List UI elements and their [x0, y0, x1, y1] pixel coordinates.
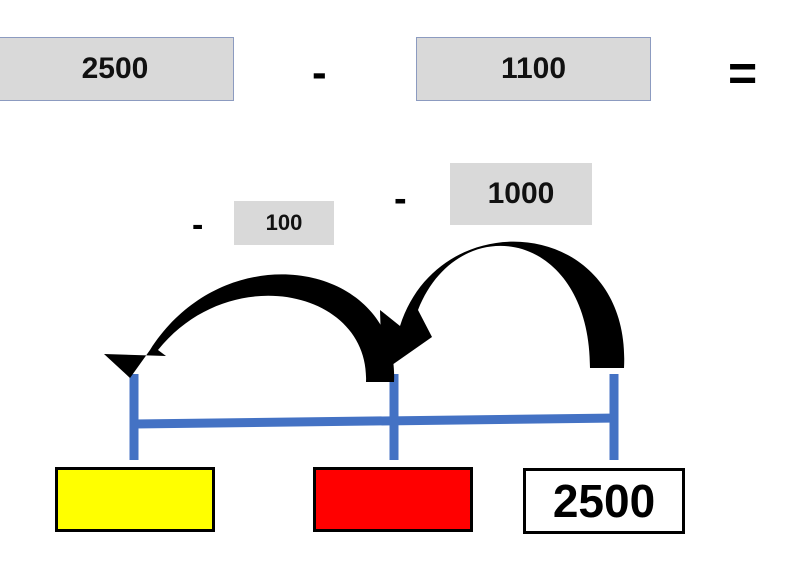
jump-100-arrow — [104, 274, 395, 382]
jump-100-minus-sign: - — [192, 206, 204, 244]
result-box-right-value: 2500 — [552, 475, 656, 527]
jump-1000-value: 1000 — [487, 177, 555, 210]
number-line-axis — [133, 413, 619, 429]
minuend-value: 2500 — [81, 52, 149, 85]
jump-1000-minus-sign: - — [394, 178, 407, 220]
result-box-left — [55, 467, 215, 532]
jump-1000-box: 1000 — [450, 163, 592, 225]
result-box-middle — [313, 467, 473, 532]
subtrahend-value: 1100 — [500, 52, 567, 85]
jump-1000-arrow — [380, 241, 625, 372]
jump-100-value: 100 — [265, 210, 303, 235]
minuend-box: 2500 — [0, 37, 234, 101]
equals-sign: = — [728, 45, 758, 101]
jump-100-box: 100 — [234, 201, 334, 245]
minus-sign: - — [312, 48, 327, 97]
result-box-right: 2500 — [523, 468, 685, 534]
number-line — [129, 374, 619, 460]
subtrahend-box: 1100 — [416, 37, 651, 101]
